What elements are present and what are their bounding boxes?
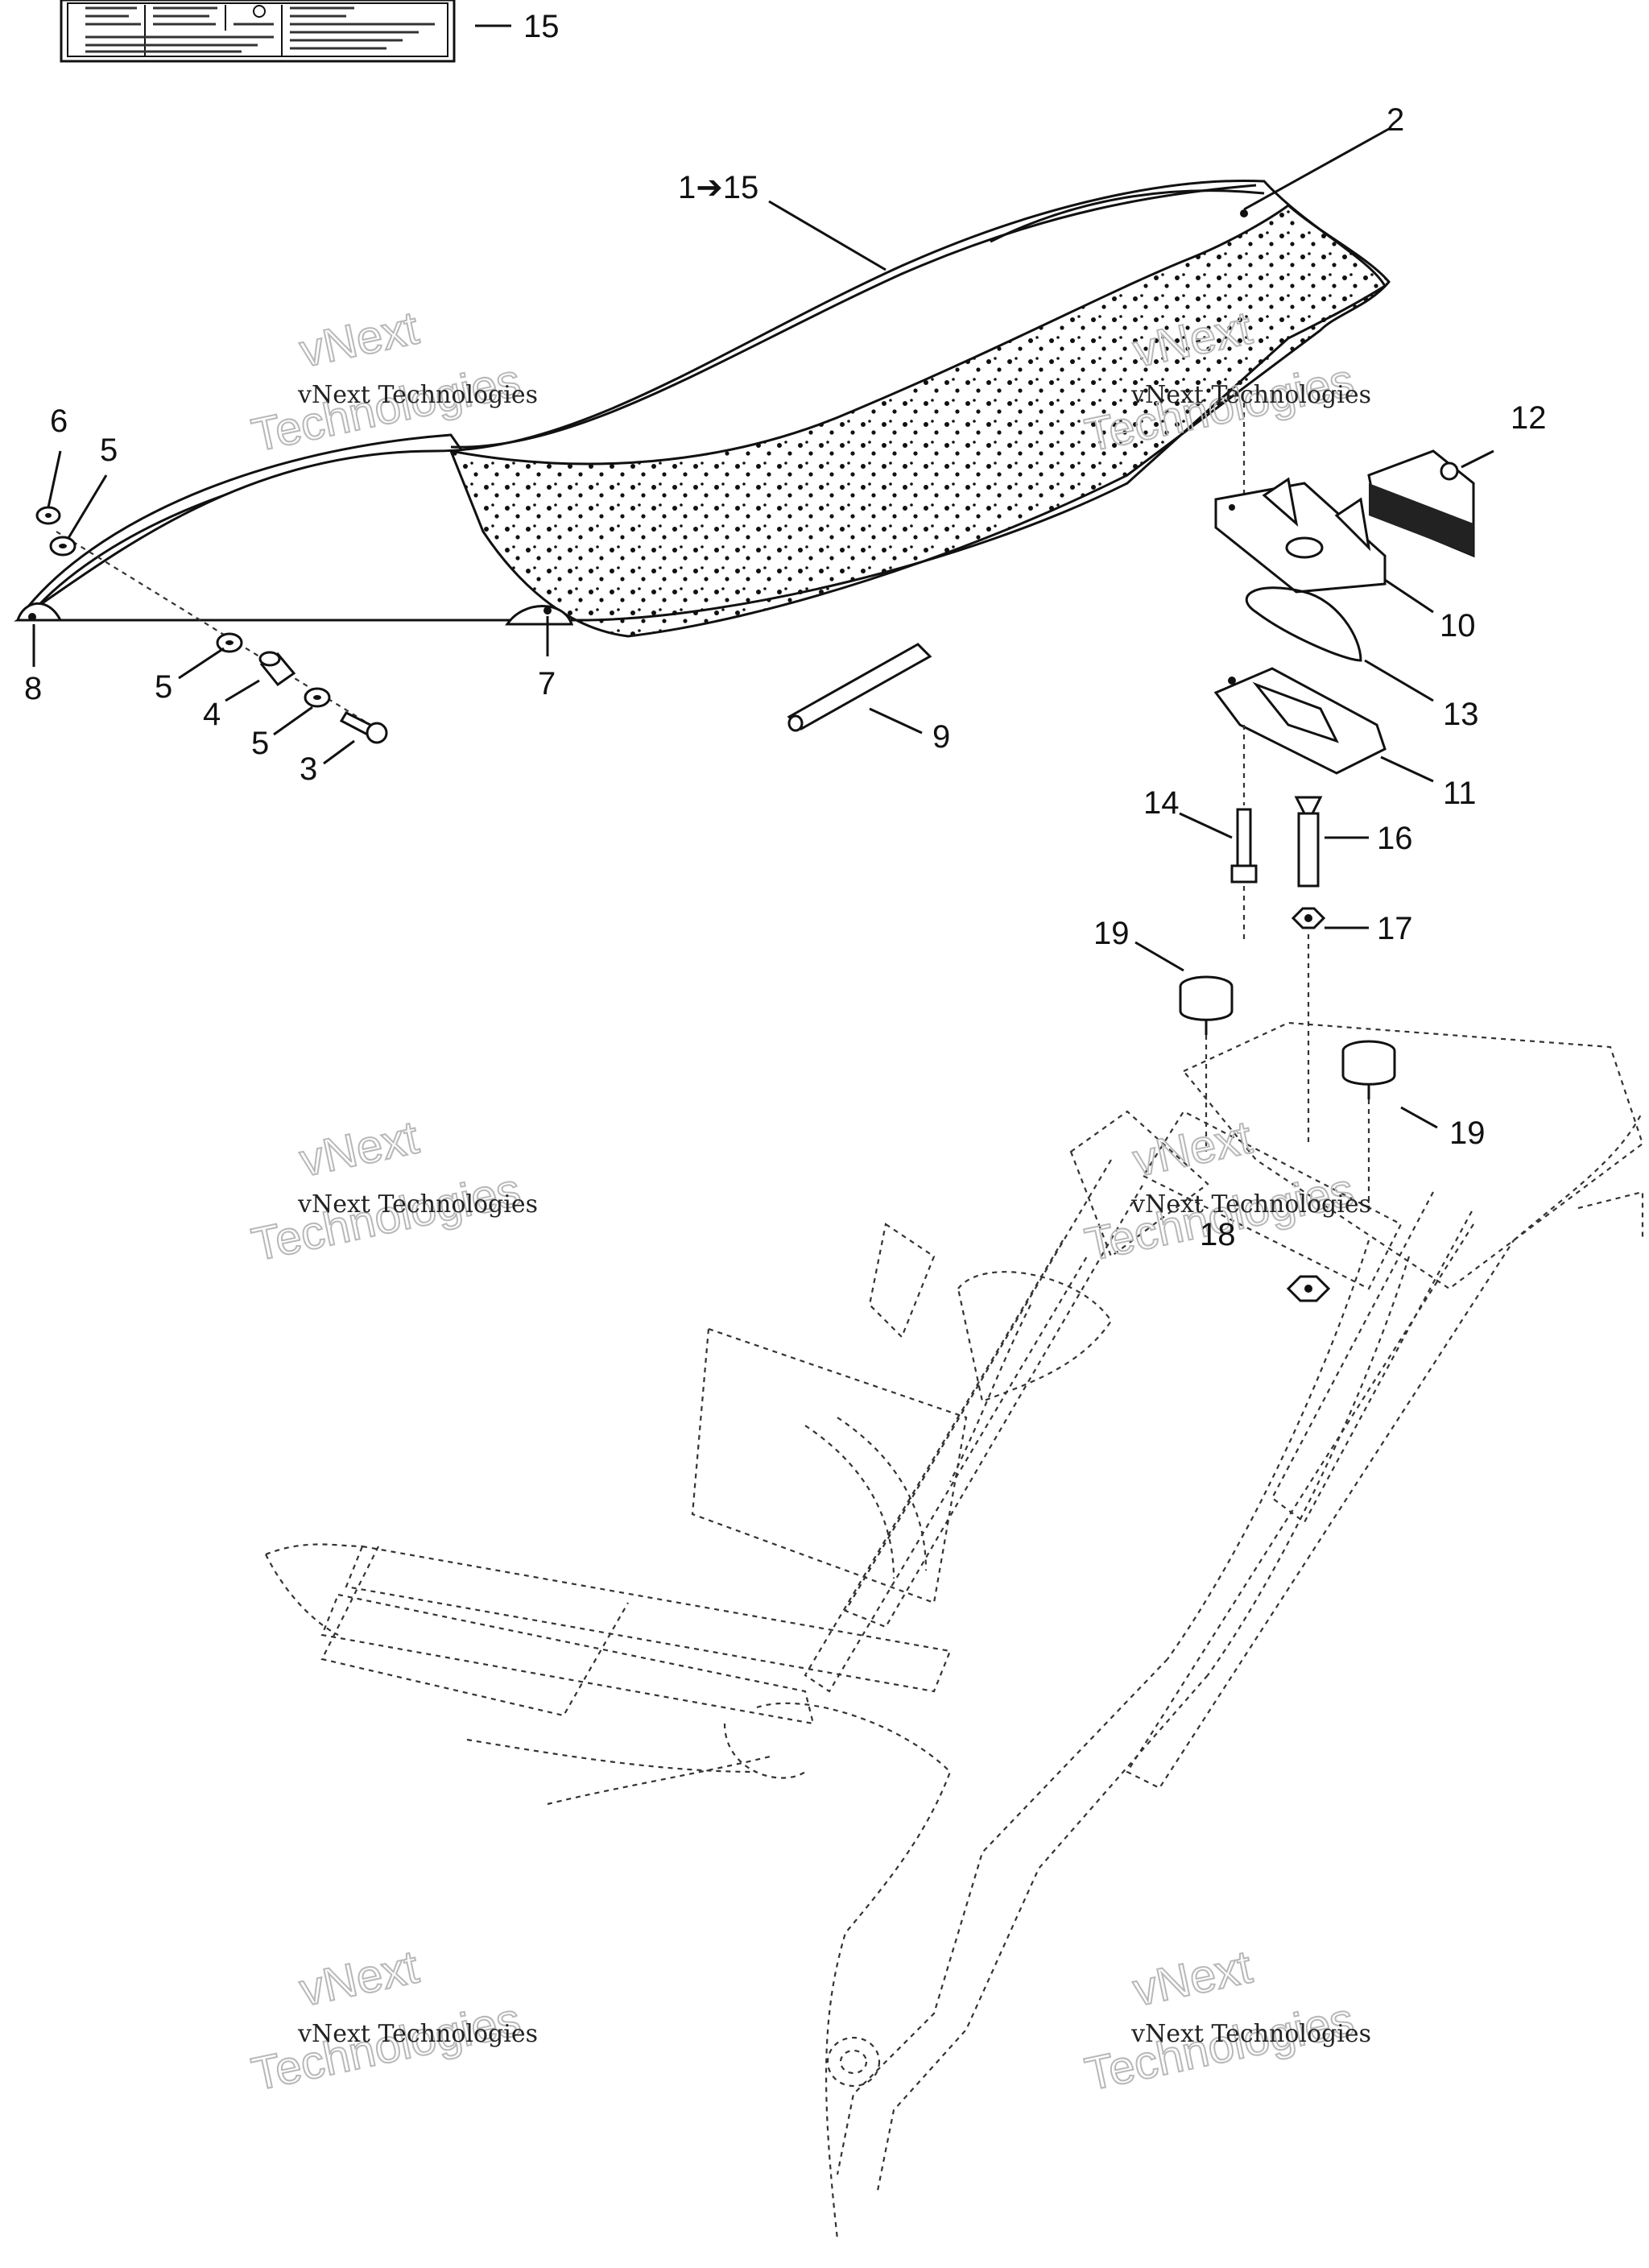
watermark-5: vNext Technologies vNext Technologies (246, 1939, 538, 2101)
svg-text:vNext: vNext (295, 301, 424, 377)
callout-10: 10 (1440, 608, 1476, 644)
callout-19-a: 19 (1093, 916, 1130, 951)
frame (265, 1021, 1644, 2240)
callout-19-b: 19 (1449, 1115, 1486, 1151)
latch-fasteners (1230, 725, 1326, 1144)
callout-3: 3 (300, 751, 317, 787)
callout-12: 12 (1511, 400, 1547, 436)
watermark-1: vNext Technologies vNext Technologies (246, 300, 538, 462)
callout-9: 9 (932, 719, 950, 755)
callout-2: 2 (1387, 102, 1404, 138)
svg-text:vNext Technologies: vNext Technologies (297, 2020, 538, 2048)
seat-strap (787, 643, 932, 732)
callout-labels: 15 2 1➔15 6 5 12 10 13 11 9 8 7 5 4 5 3 … (24, 9, 1547, 1252)
svg-text:vNext Technologies: vNext Technologies (297, 381, 538, 409)
svg-text:vNext Technologies: vNext Technologies (1130, 1190, 1371, 1219)
svg-text:vNext: vNext (295, 1111, 424, 1186)
callout-5-a: 5 (100, 432, 118, 468)
callout-5-b: 5 (155, 669, 172, 705)
callout-16: 16 (1377, 821, 1413, 856)
callout-4: 4 (203, 697, 221, 732)
callout-7: 7 (538, 666, 556, 702)
watermark-3: vNext Technologies vNext Technologies (246, 1110, 538, 1272)
svg-text:vNext: vNext (295, 1940, 424, 2016)
callout-13: 13 (1443, 697, 1479, 732)
svg-text:vNext Technologies: vNext Technologies (1130, 2020, 1371, 2048)
svg-text:vNext: vNext (1129, 1940, 1257, 2016)
svg-text:vNext Technologies: vNext Technologies (297, 1190, 538, 1219)
seat-hardware (35, 506, 388, 744)
label-sticker (60, 0, 456, 63)
callout-14: 14 (1143, 785, 1180, 821)
svg-text:vNext Technologies: vNext Technologies (1130, 381, 1371, 409)
seat-assembly (14, 180, 1391, 638)
leader-lines (32, 24, 1494, 1129)
watermark-6: vNext Technologies vNext Technologies (1080, 1939, 1371, 2101)
callout-6: 6 (50, 404, 68, 439)
callout-17: 17 (1377, 911, 1413, 946)
callout-18: 18 (1200, 1217, 1236, 1252)
callout-8: 8 (24, 671, 42, 706)
callout-15-top: 15 (523, 9, 560, 44)
latch-assembly (1213, 403, 1475, 775)
callout-1-15: 1➔15 (678, 170, 758, 205)
svg-text:vNext: vNext (1129, 1111, 1257, 1186)
bumpers (1179, 975, 1396, 1302)
callout-11: 11 (1443, 776, 1477, 811)
callout-5-c: 5 (251, 726, 269, 761)
